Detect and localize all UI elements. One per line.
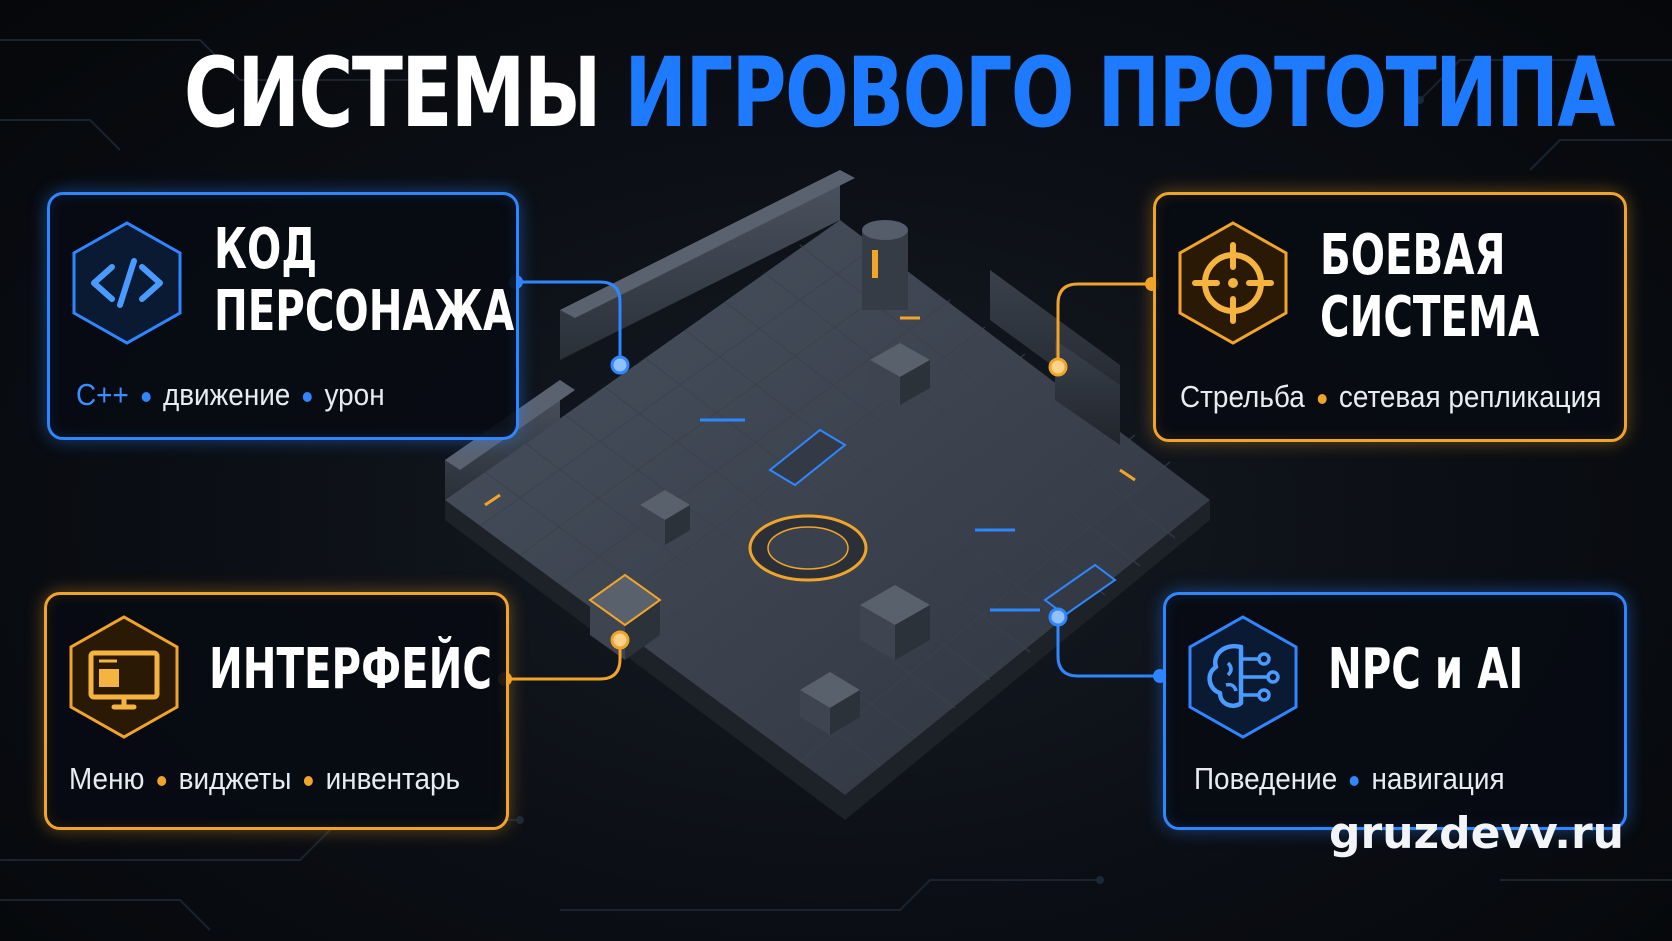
tag-widgets: виджеты [178, 761, 292, 796]
website-url: gruzdevv.ru [1329, 808, 1624, 859]
tag-movement: движение [162, 377, 291, 412]
tag-shooting: Стрельба [1180, 379, 1305, 414]
floor [445, 220, 1210, 795]
tag-behavior: Поведение [1194, 761, 1338, 796]
brain-circuit-icon [1188, 615, 1298, 739]
connector-dot [1048, 607, 1068, 627]
bullet-dot [1317, 393, 1327, 404]
code-icon [72, 221, 182, 345]
bullet-dot [141, 391, 151, 402]
tag-menu: Меню [69, 761, 145, 796]
crosshair-icon [1178, 221, 1288, 345]
bullet-dot [303, 775, 313, 786]
title-part-white: СИСТЕМЫ [183, 37, 602, 149]
card-interface: ИНТЕРФЕЙС Меню виджеты инвентарь [44, 592, 509, 830]
card-tags: Поведение навигация [1194, 761, 1505, 797]
tag-inventory: инвентарь [325, 761, 461, 796]
card-title-line1: NPC и AI [1328, 637, 1524, 702]
card-title: ИНТЕРФЕЙС [209, 639, 492, 701]
tag-navigation: навигация [1371, 761, 1505, 796]
bullet-dot [1349, 775, 1359, 786]
card-title-line1: ИНТЕРФЕЙС [209, 637, 492, 702]
card-combat-system: БОЕВАЯ СИСТЕМА Стрельба сетевая репликаци… [1153, 192, 1627, 442]
monitor-icon [69, 615, 179, 739]
card-title: БОЕВАЯ СИСТЕМА [1320, 225, 1539, 349]
card-tags: Стрельба сетевая репликация [1180, 379, 1601, 415]
bullet-dot [302, 391, 312, 402]
title-part-blue: ИГРОВОГО ПРОТОТИПА [624, 37, 1615, 149]
page-title: СИСТЕМЫ ИГРОВОГО ПРОТОТИПА [183, 37, 1615, 149]
connector-dot [610, 630, 630, 650]
bullet-dot [157, 775, 167, 786]
card-title: NPC и AI [1328, 639, 1523, 701]
crates [588, 343, 930, 735]
card-title: КОД ПЕРСОНАЖА [214, 219, 514, 343]
tag-damage: урон [324, 377, 385, 412]
card-tags: Меню виджеты инвентарь [69, 761, 460, 797]
connector-dot [610, 355, 630, 375]
connector-dot [1048, 357, 1068, 377]
tag-network-replication: сетевая репликация [1338, 379, 1602, 414]
tag-cpp: C++ [76, 377, 129, 412]
card-character-code: КОД ПЕРСОНАЖА C++ движение урон [47, 192, 519, 440]
card-npc-ai: NPC и AI Поведение навигация [1163, 592, 1627, 830]
card-title-line2: СИСТЕМА [1320, 285, 1540, 350]
card-title-line1: БОЕВАЯ [1320, 223, 1506, 288]
card-title-line1: КОД [214, 217, 318, 282]
card-title-line2: ПЕРСОНАЖА [214, 279, 515, 344]
card-tags: C++ движение урон [76, 377, 385, 413]
